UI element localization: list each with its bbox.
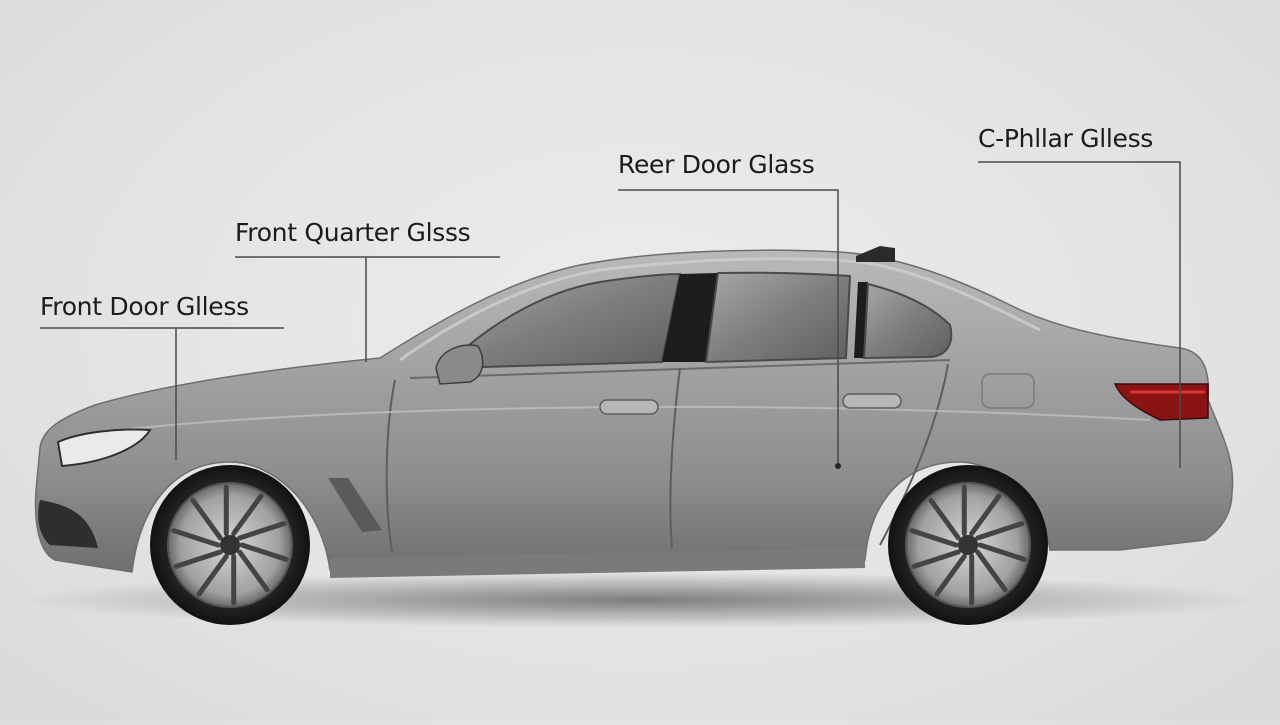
leader-endpoint-rear-door: [835, 463, 841, 469]
rear-door-handle: [843, 394, 901, 408]
front-wheel: [150, 465, 310, 625]
label-front-quarter-glass: Front Quarter Glsss: [235, 220, 470, 245]
label-front-door-glass: Front Door Glless: [40, 294, 249, 319]
rear-door-window: [706, 273, 850, 362]
rear-wheel: [888, 465, 1048, 625]
label-c-pillar-glass: C-Phllar Glless: [978, 126, 1153, 151]
label-rear-door-glass: Reer Door Glass: [618, 152, 815, 177]
antenna: [856, 246, 895, 262]
front-door-handle: [600, 400, 658, 414]
